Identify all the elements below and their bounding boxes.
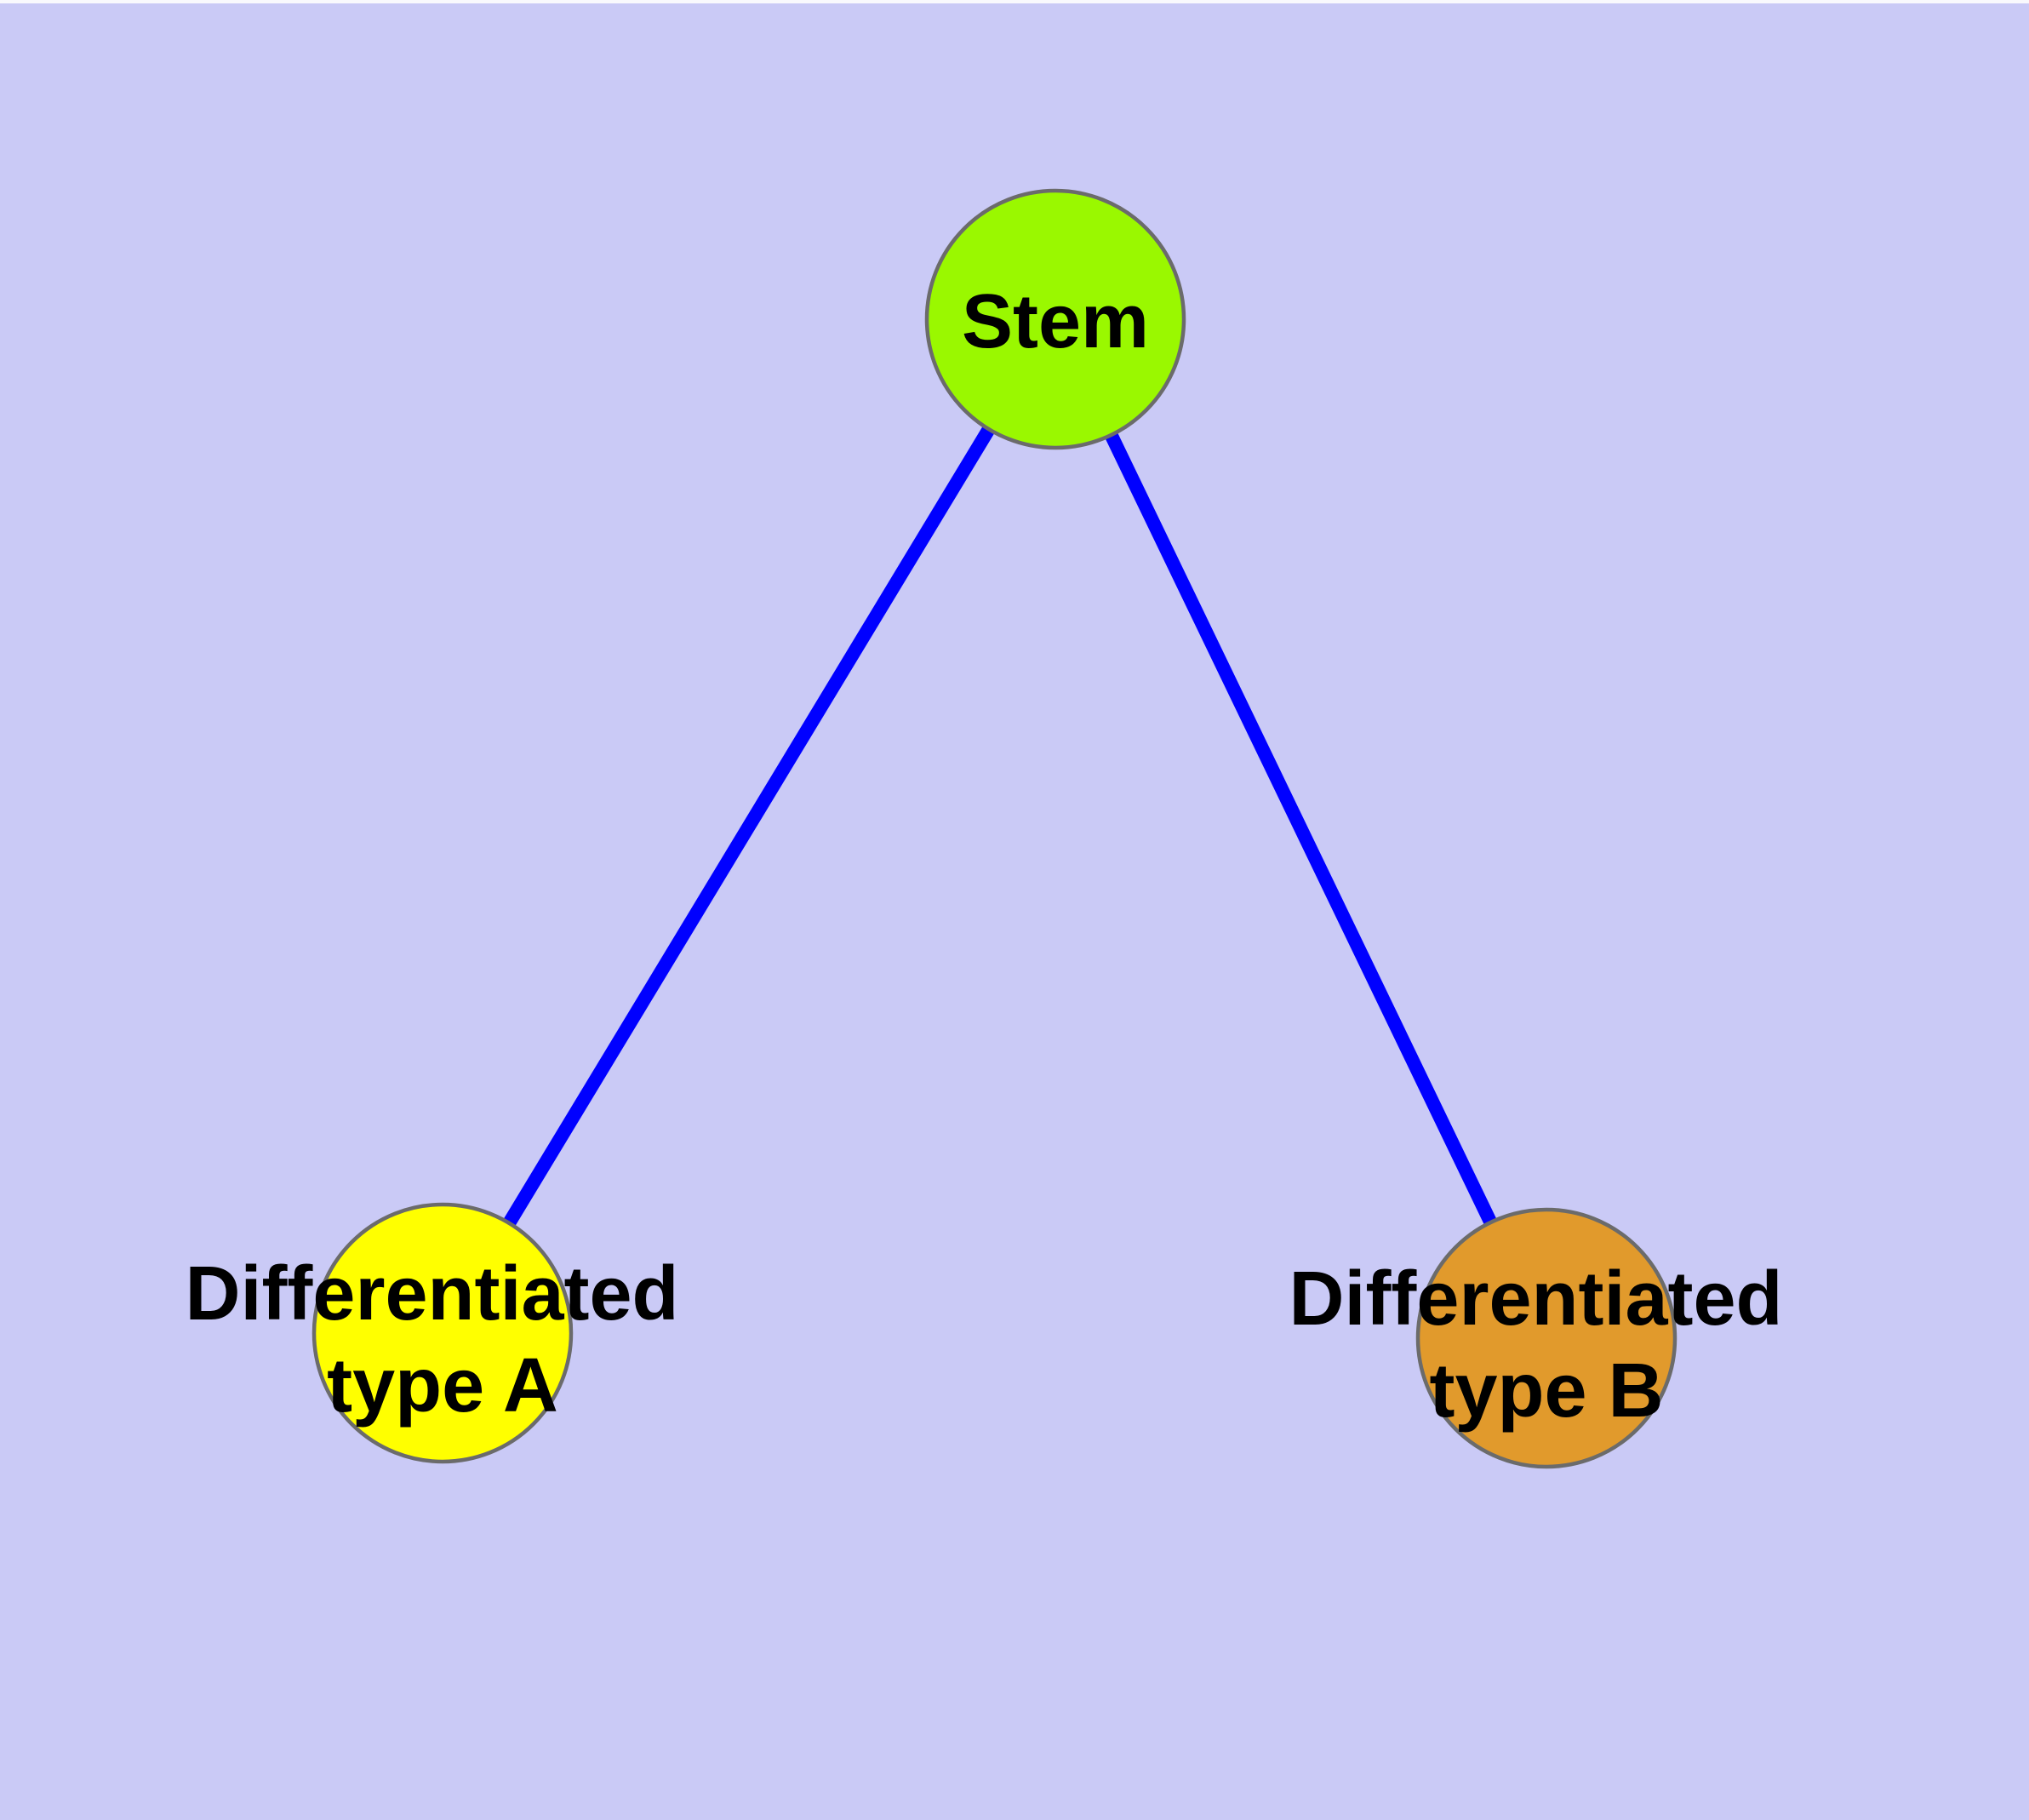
stem-node-circle[interactable]: [924, 188, 1186, 450]
window-top-edge: [0, 0, 2029, 3]
type-a-node-label: Differentiated type A: [185, 1251, 700, 1428]
node-differentiated-type-b[interactable]: Differentiated type B: [1289, 1207, 1803, 1469]
type-a-label-line-2: type A: [327, 1343, 558, 1428]
node-stem[interactable]: Stem: [924, 188, 1186, 450]
edge-stem-to-type-b: [1049, 316, 1553, 1342]
stem-node-label: Stem: [962, 279, 1149, 364]
type-a-node-circle[interactable]: [311, 1202, 574, 1464]
type-b-node-label: Differentiated type B: [1289, 1256, 1803, 1434]
stem-label-line: Stem: [962, 279, 1149, 364]
type-b-label-line-1: Differentiated: [1289, 1256, 1782, 1342]
edge-stem-to-type-a: [437, 315, 1061, 1337]
type-a-label-line-1: Differentiated: [185, 1251, 678, 1336]
type-b-node-circle[interactable]: [1415, 1207, 1677, 1469]
node-differentiated-type-a[interactable]: Differentiated type A: [185, 1202, 700, 1464]
type-b-label-line-2: type B: [1429, 1348, 1663, 1434]
